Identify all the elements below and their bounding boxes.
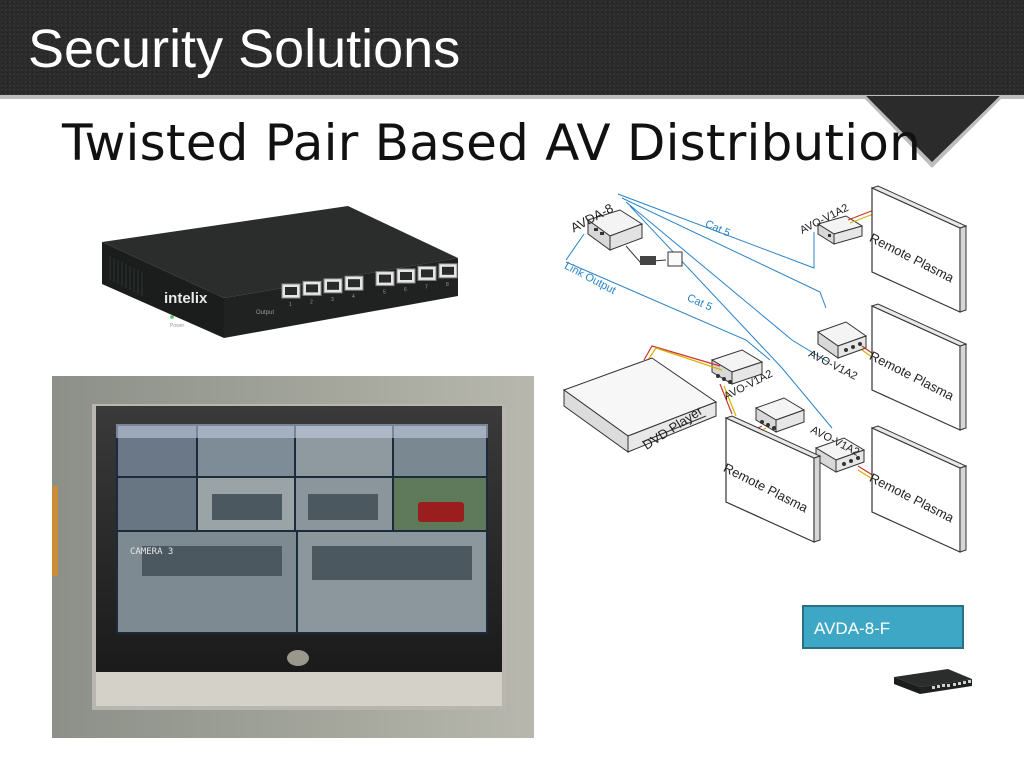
- slide-title: Security Solutions: [28, 19, 461, 79]
- avda8-hub: [586, 209, 644, 251]
- port-number: 7: [425, 284, 428, 290]
- rj45-port-socket: [442, 266, 454, 275]
- slide-subtitle: Twisted Pair Based AV Distribution: [62, 114, 921, 172]
- rj45-port-socket: [348, 279, 360, 288]
- rj45-port-socket: [379, 274, 391, 283]
- product-label-text: AVDA-8-F: [814, 619, 891, 638]
- camera-caption: CAMERA 3: [130, 547, 173, 557]
- receiver-2: [816, 321, 868, 359]
- cctv-monitor-photo: CAMERA 3: [52, 376, 534, 738]
- switch-port-numbers: 1 2 3 4 5 6 7 8: [289, 282, 449, 308]
- port-number: 8: [446, 282, 449, 288]
- av-distribution-diagram: [562, 185, 968, 553]
- rj45-port-socket: [327, 281, 339, 290]
- remote-plasma-1: [870, 185, 968, 313]
- dvd-player: [562, 357, 718, 453]
- slide-header: Security Solutions: [0, 0, 1024, 95]
- header-divider: [0, 95, 1024, 99]
- power-led-icon: [170, 315, 174, 319]
- rj45-port-socket: [285, 287, 297, 295]
- rj45-port-socket: [400, 272, 412, 280]
- power-outlet-icon: [667, 251, 683, 267]
- port-number: 6: [404, 287, 407, 293]
- port-number: 4: [352, 294, 355, 300]
- rj45-port-socket: [421, 269, 433, 278]
- switch-photo: intelix Output Power 1 2 3 4 5 6 7 8: [102, 206, 458, 338]
- switch-port-group: [281, 263, 458, 299]
- remote-plasma-2: [870, 303, 968, 431]
- switch-output-label: Output: [256, 310, 274, 316]
- port-number: 5: [383, 290, 386, 296]
- switch-power-label: Power: [170, 323, 185, 329]
- header-chevron: [862, 95, 1024, 168]
- port-number: 2: [310, 299, 313, 305]
- mini-switch-photo: [894, 669, 972, 694]
- remote-plasma-3: [870, 425, 968, 553]
- remote-plasma-4: [724, 415, 822, 543]
- receiver-1: [816, 215, 864, 245]
- switch-brand: intelix: [164, 290, 208, 307]
- receiver-4: [754, 397, 806, 433]
- receiver-3: [710, 349, 764, 385]
- rj45-port-socket: [306, 284, 318, 293]
- port-number: 3: [331, 297, 334, 303]
- power-adapter-icon: [640, 256, 656, 265]
- port-number: 1: [289, 302, 292, 308]
- product-label-box: AVDA-8-F: [802, 605, 964, 649]
